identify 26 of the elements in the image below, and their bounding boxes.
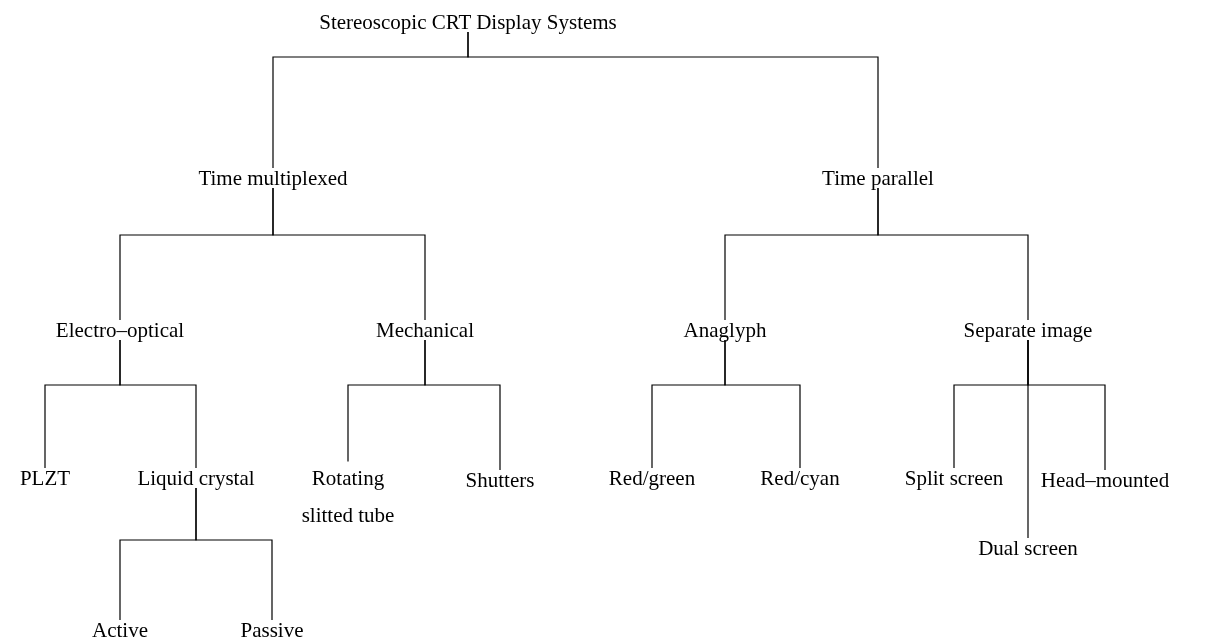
node-label: Active (90, 618, 150, 642)
node-label: Red/green (606, 466, 698, 490)
node-label: Mechanical (374, 318, 476, 342)
node-label: Time parallel (820, 166, 936, 190)
node-label: Rotating slitted tube (296, 459, 400, 534)
connector-line (195, 487, 273, 621)
connector-line (1027, 339, 1106, 471)
node-label: Separate image (961, 318, 1095, 342)
node-label: Dual screen (976, 536, 1080, 560)
node-label: Anaglyph (681, 318, 769, 342)
node-label: PLZT (17, 466, 73, 490)
node-label: Passive (238, 618, 306, 642)
connector-line (272, 187, 426, 321)
connector-line (724, 339, 801, 469)
node-label: Electro–optical (53, 318, 187, 342)
node-label: Shutters (463, 468, 537, 492)
connector-line (424, 339, 501, 471)
node-label: Head–mounted (1038, 468, 1172, 492)
node-label: Stereoscopic CRT Display Systems (317, 10, 619, 34)
connector-line (119, 339, 197, 469)
node-label: Red/cyan (758, 466, 842, 490)
connector-line (467, 31, 879, 169)
node-label: Time multiplexed (196, 166, 350, 190)
node-label: Liquid crystal (135, 466, 257, 490)
node-label: Split screen (902, 466, 1006, 490)
connector-line (877, 187, 1029, 321)
